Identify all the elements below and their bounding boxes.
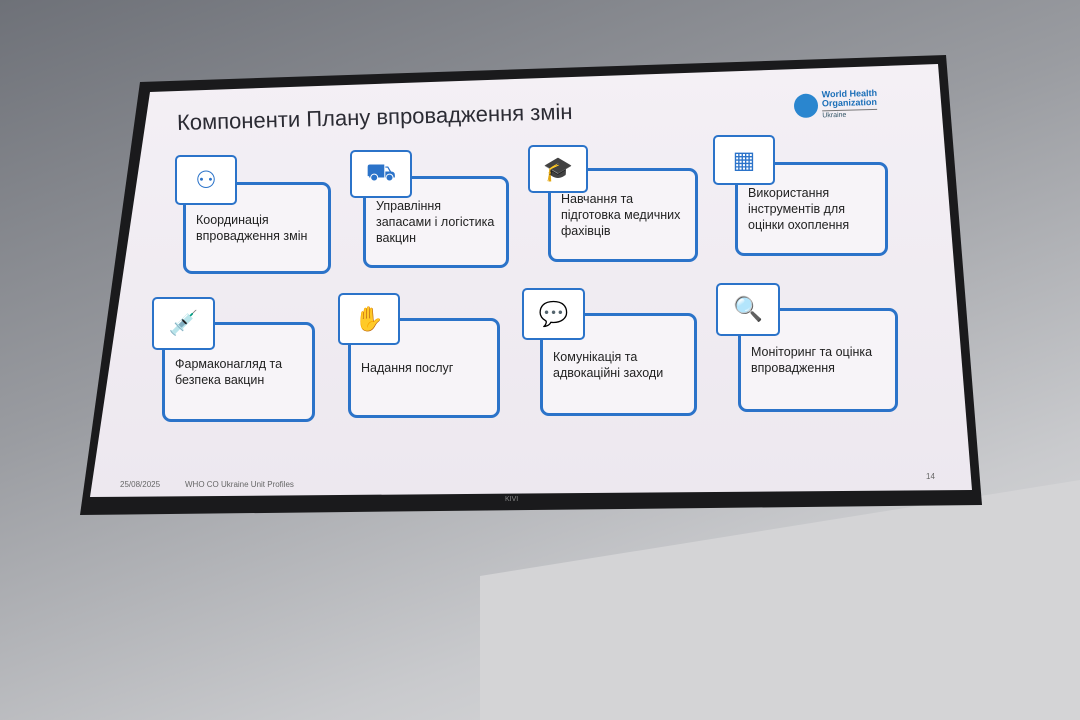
card-label: Використання інструментів для оцінки охо… [748,186,850,232]
card-label: Надання послуг [361,361,454,375]
logo-line2: Organization [821,96,878,109]
logo-region: Ukraine [822,108,878,120]
tv-brand: KIVI [505,496,519,503]
card-label: Фармаконагляд та безпека вакцин [175,357,283,387]
graduation-cap-hand-icon: 🎓 [528,145,588,193]
chat-bubbles-icon: 💬 [522,288,585,340]
page-number: 14 [926,472,935,481]
card-label: Управління запасами і логістика вакцин [376,199,495,245]
slide-title: Компоненти Плану впровадження змін [176,98,573,135]
who-emblem-icon [793,92,819,118]
magnifier-icon: 🔍 [716,283,780,336]
delivery-truck-icon: ⛟ [350,150,412,198]
card-logistics: Управління запасами і логістика вакцин [363,176,509,268]
syringe-icon: 💉 [152,297,215,350]
card-label: Координація впровадження змін [196,213,308,243]
card-monitoring: Моніторинг та оцінка впровадження [738,308,898,412]
card-services: Надання послуг [348,318,500,418]
hand-pills-icon: ✋ [338,293,400,345]
card-label: Комунікація та адвокаційні заходи [553,349,664,380]
card-label: Моніторинг та оцінка впровадження [751,345,873,375]
dashboard-icon: ▦ [713,135,775,185]
footer-date: 25/08/2025 [120,480,161,489]
footer-source: WHO CO Ukraine Unit Profiles [185,480,294,489]
people-network-icon: ⚇ [175,155,237,205]
card-label: Навчання та підготовка медичних фахівців [561,192,681,238]
card-training: Навчання та підготовка медичних фахівців [548,168,698,262]
